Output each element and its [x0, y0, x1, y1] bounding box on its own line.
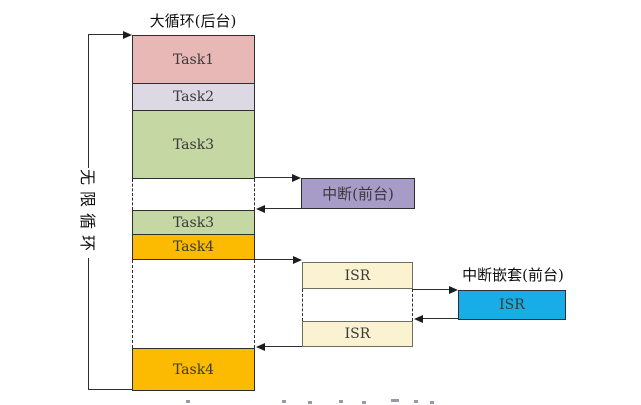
nested-isr-box: ISR — [458, 290, 566, 320]
arrow-nested-return-head — [414, 315, 423, 323]
task3-resume-label: Task3 — [172, 214, 215, 231]
arrow-interrupt-return-head — [256, 205, 265, 213]
nested-isr-label: ISR — [499, 297, 525, 313]
arrow-isr-return-line — [264, 346, 302, 347]
caption-fragment — [339, 400, 343, 403]
caption-fragment — [414, 400, 418, 403]
isr2-label: ISR — [344, 326, 371, 342]
task1-label: Task1 — [172, 51, 215, 68]
caption-fragment — [282, 400, 286, 403]
background-loop-title: 大循环(后台) — [149, 12, 237, 30]
loop-line-left-lower — [88, 258, 89, 390]
arrow-interrupt-call-head — [292, 174, 301, 182]
task4-box: Task4 — [132, 234, 255, 260]
isr1-label: ISR — [344, 267, 371, 284]
gap1-dashed-right — [254, 179, 255, 210]
task2-box: Task2 — [132, 83, 255, 111]
caption-fragment — [186, 400, 190, 403]
arrow-nested-return-line — [422, 318, 458, 319]
arrow-loop-top-line — [88, 34, 123, 35]
gap1-dashed-left — [132, 179, 133, 210]
interrupt-label: 中断(前台) — [322, 185, 394, 203]
task3-label: Task3 — [172, 136, 215, 153]
caption-fragment — [430, 401, 434, 404]
loop-line-bottom — [88, 389, 132, 390]
arrow-loop-top-head — [123, 31, 132, 39]
task3-resume-box: Task3 — [132, 210, 255, 235]
nested-interrupt-title: 中断嵌套(前台) — [462, 266, 564, 284]
arrow-nested-call-line — [413, 289, 449, 290]
isr-gap-dashed-right — [412, 289, 413, 321]
isr-gap-dashed-left — [302, 289, 303, 321]
task2-label: Task2 — [172, 89, 215, 105]
task3-box: Task3 — [132, 110, 255, 179]
arrow-isr-call-line — [255, 259, 293, 260]
arrow-interrupt-return-line — [264, 208, 301, 209]
task4-resume-box: Task4 — [132, 348, 255, 391]
gap2-dashed-right — [254, 260, 255, 348]
isr2-box: ISR — [302, 321, 413, 347]
arrow-isr-return-head — [256, 343, 265, 351]
caption-fragment — [391, 399, 399, 402]
infinite-loop-label: 无限循环 — [78, 168, 97, 258]
task4-label: Task4 — [172, 239, 215, 255]
loop-line-left-upper — [88, 34, 89, 168]
caption-fragment — [362, 401, 366, 404]
isr1-box: ISR — [302, 262, 413, 289]
task4-resume-label: Task4 — [172, 361, 215, 378]
arrow-interrupt-call-line — [255, 177, 292, 178]
arrow-nested-call-head — [449, 286, 458, 294]
interrupt-box: 中断(前台) — [301, 178, 415, 209]
task1-box: Task1 — [132, 35, 255, 84]
caption-fragment — [308, 401, 312, 404]
gap2-dashed-left — [132, 260, 133, 348]
arrow-isr-call-head — [293, 256, 302, 264]
